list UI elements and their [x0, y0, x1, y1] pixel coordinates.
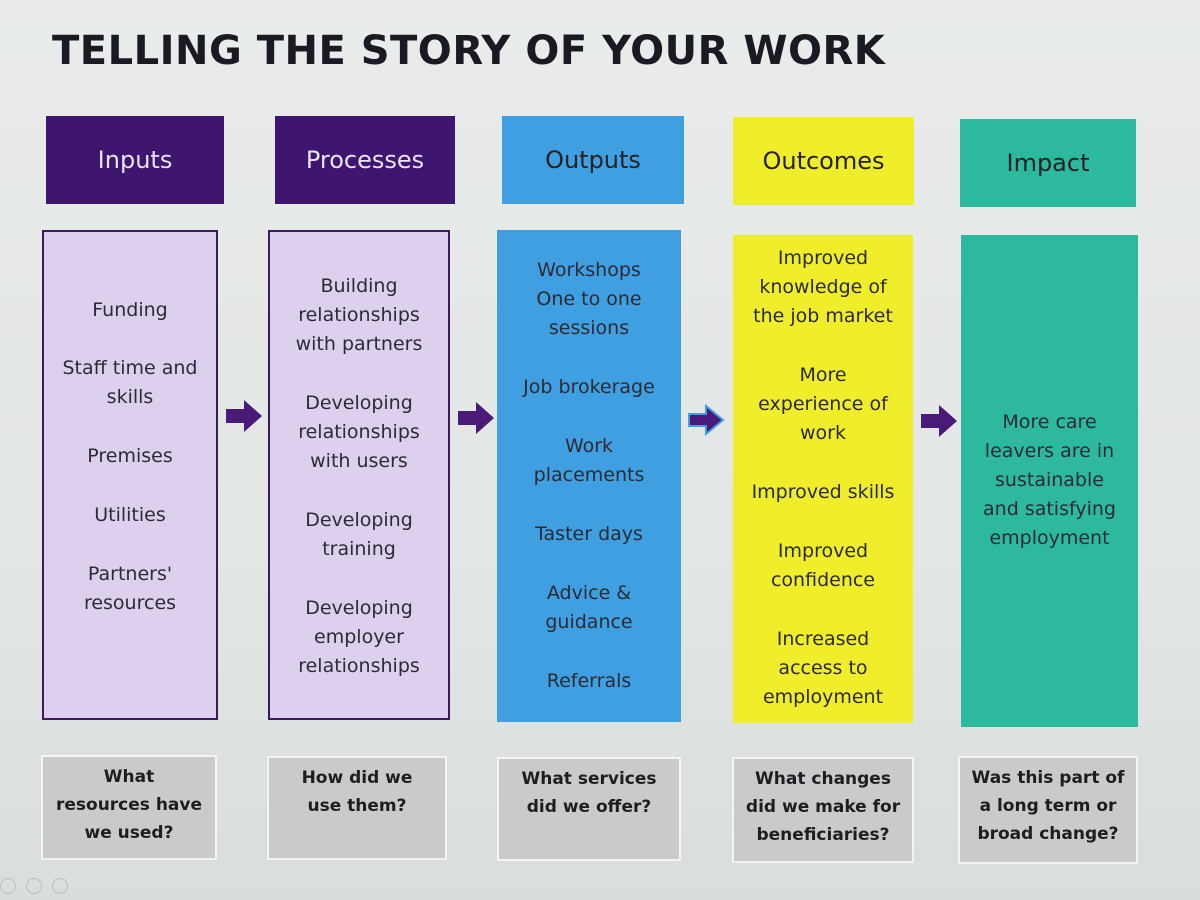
slide-title: TELLING THE STORY OF YOUR WORK [52, 28, 886, 74]
question-processes: How did we use them? [267, 756, 447, 860]
list-item: Developing training [305, 509, 413, 560]
list-item: Taster days [535, 523, 643, 545]
column-inputs: Funding Staff time and skills Premises U… [42, 230, 218, 720]
arrow-right-icon [226, 400, 262, 432]
header-processes: Processes [275, 116, 455, 204]
arrow-right-icon [688, 403, 725, 437]
header-label: Inputs [97, 146, 173, 174]
list-item: Funding [92, 299, 168, 321]
header-impact: Impact [960, 119, 1136, 207]
question-text: How did we use them? [301, 768, 413, 816]
list-item: Staff time and skills [62, 357, 198, 408]
question-text: What services did we offer? [521, 769, 657, 817]
list-item: Premises [87, 445, 173, 467]
list-item: Job brokerage [523, 376, 655, 398]
column-impact: More care leavers are in sustainable and… [961, 235, 1138, 727]
list-item: Improved confidence [770, 540, 875, 591]
list-item: Building relationships with partners [295, 275, 423, 355]
header-label: Processes [305, 146, 425, 174]
list-item: Utilities [94, 504, 166, 526]
question-outcomes: What changes did we make for beneficiari… [732, 757, 914, 863]
slide-toolbar [0, 878, 68, 894]
list-item: Improved skills [751, 481, 895, 503]
header-label: Impact [1006, 149, 1090, 177]
list-item: Increased access to employment [762, 628, 884, 708]
toolbar-icon[interactable] [26, 878, 42, 894]
list-item: Developing relationships with users [298, 392, 420, 472]
list-item: Improved knowledge of the job market [753, 247, 893, 327]
column-outcomes: Improved knowledge of the job market Mor… [733, 235, 913, 723]
toolbar-icon[interactable] [0, 878, 16, 894]
list-item: More experience of work [758, 364, 888, 444]
question-text: What changes did we make for beneficiari… [745, 769, 901, 845]
header-inputs: Inputs [46, 116, 224, 204]
list-item: Referrals [546, 670, 632, 692]
question-impact: Was this part of a long term or broad ch… [958, 756, 1138, 864]
question-inputs: What resources have we used? [41, 755, 217, 860]
list-item: Developing employer relationships [298, 597, 420, 677]
arrow-right-icon [458, 402, 494, 434]
list-item: Work placements [533, 435, 645, 486]
list-item: Advice & guidance [545, 582, 633, 633]
list-item: Partners' resources [83, 563, 177, 614]
header-outputs: Outputs [502, 116, 684, 204]
list-item: More care leavers are in sustainable and… [983, 411, 1116, 549]
column-outputs: Workshops One to one sessions Job broker… [497, 230, 681, 722]
question-text: What resources have we used? [55, 767, 203, 843]
list-item: Workshops One to one sessions [536, 259, 642, 339]
question-text: Was this part of a long term or broad ch… [971, 768, 1125, 844]
header-label: Outcomes [762, 147, 885, 175]
toolbar-icon[interactable] [52, 878, 68, 894]
header-label: Outputs [545, 146, 641, 174]
question-outputs: What services did we offer? [497, 757, 681, 861]
arrow-right-icon [921, 405, 957, 437]
header-outcomes: Outcomes [733, 117, 914, 205]
column-processes: Building relationships with partners Dev… [268, 230, 450, 720]
